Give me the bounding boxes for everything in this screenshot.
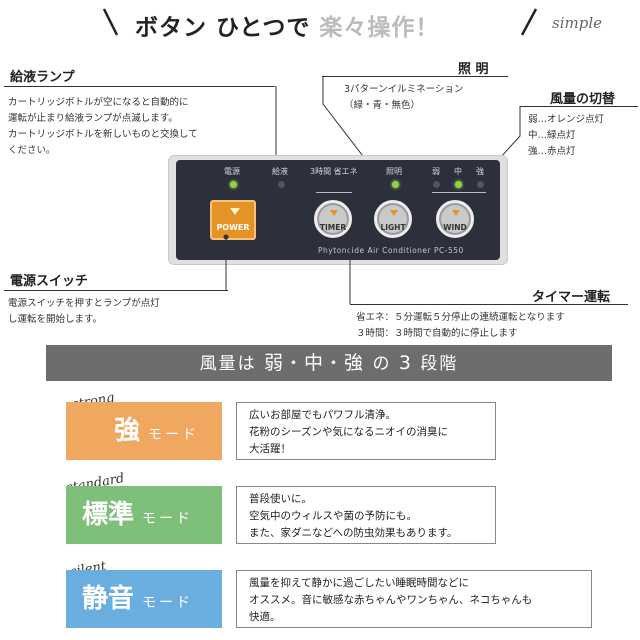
timer-underline <box>350 304 628 305</box>
model-name: Phytoncide Air Conditioner PC-550 <box>318 246 464 255</box>
light-underline <box>322 76 508 77</box>
power-underline <box>4 290 228 291</box>
refill-description: カートリッジボトルが空になると自動的に 運転が止まり給液ランプが点滅します。 カ… <box>8 97 198 156</box>
arrow-down-icon <box>390 210 398 216</box>
power-led <box>230 181 237 188</box>
header-script-word: simple <box>552 14 602 32</box>
mode-silent-description: 風量を抑えて静かに過ごしたい睡眠時間などに オススメ。音に敏感な赤ちゃんやワンち… <box>236 570 592 628</box>
wind-levels-banner: 風量は 弱・中・強 の 3 段階 <box>46 345 612 381</box>
light-led <box>392 181 399 188</box>
arrow-down-icon <box>330 210 338 216</box>
refill-underline <box>4 86 274 87</box>
arrow-down-icon <box>452 210 460 216</box>
power-button[interactable]: POWER <box>210 200 256 240</box>
title-highlight: 楽々操作！ <box>319 15 440 41</box>
power-switch-title: 電源スイッチ <box>10 274 89 289</box>
mode-standard-description: 普段使いに。 空気中のウィルスや菌の予防にも。 また、家ダニなどへの防虫効果もあ… <box>236 486 496 544</box>
timer-title: タイマー運転 <box>532 290 611 305</box>
timer-button[interactable]: TIMER <box>314 200 352 238</box>
timer-description: 省エネ：５分運転５分停止の連続運転となります ３時間：３時間で自動的に停止します <box>356 312 565 339</box>
mode-silent-label: 静音モード <box>66 570 222 628</box>
power-description: 電源スイッチを押すとランプが点灯 し運転を開始します。 <box>8 298 160 325</box>
arrow-down-icon <box>230 208 240 215</box>
light-title: 照 明 <box>458 62 489 77</box>
mode-strong-label: 強モード <box>66 402 222 460</box>
wind-led-strong <box>477 181 484 188</box>
panel-label-refill: 給液 <box>272 167 288 176</box>
timer-leader-line <box>347 232 353 304</box>
light-description: 3パターンイルミネーション （緑・青・無色） <box>344 84 464 111</box>
power-leader-line <box>223 234 229 290</box>
panel-label-power: 電源 <box>224 167 240 176</box>
slash-decoration-icon <box>102 8 119 36</box>
wind-bracket <box>432 192 486 193</box>
wind-led-weak <box>433 181 440 188</box>
refill-led <box>278 181 285 188</box>
timer-bracket <box>316 192 352 193</box>
refill-lamp-title: 給液ランプ <box>10 70 75 85</box>
panel-label-timer: 3時間 省エネ <box>310 167 358 176</box>
slash-decoration-icon <box>520 8 538 36</box>
panel-label-mid: 中 <box>454 167 462 176</box>
mode-standard-label: 標準モード <box>66 486 222 544</box>
wind-underline <box>520 106 638 107</box>
mode-strong-description: 広いお部屋でもパワフル清浄。 花粉のシーズンや気になるニオイの消臭に 大活躍！ <box>236 402 496 460</box>
wind-button[interactable]: WIND <box>436 200 474 238</box>
panel-label-light: 照明 <box>386 167 402 176</box>
wind-description: 弱…オレンジ点灯 中…緑点灯 強…赤点灯 <box>528 114 605 157</box>
panel-label-weak: 弱 <box>432 167 440 176</box>
wind-switch-title: 風量の切替 <box>550 92 616 107</box>
light-button[interactable]: LIGHT <box>374 200 412 238</box>
wind-led-mid <box>455 181 462 188</box>
page-title: ボタン ひとつで 楽々操作！ <box>135 15 440 41</box>
panel-label-strong: 強 <box>476 167 484 176</box>
